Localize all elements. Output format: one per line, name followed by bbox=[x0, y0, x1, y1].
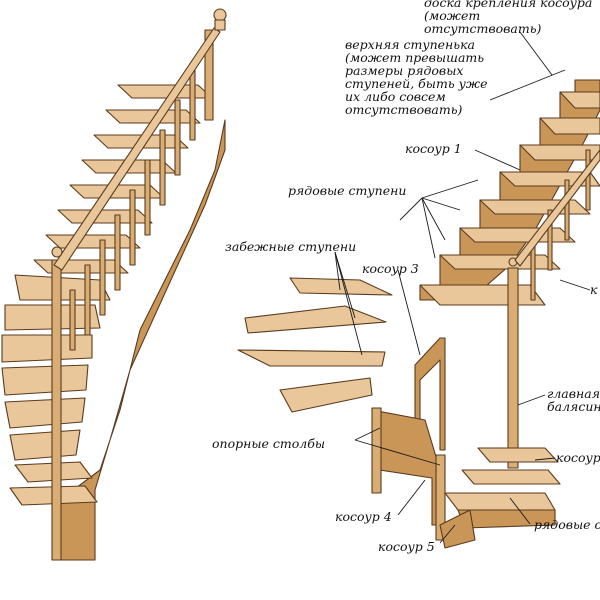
assembled-stringer bbox=[59, 119, 226, 561]
label-regular-steps-2: рядовые с bbox=[534, 517, 600, 532]
label-right-edge-k: к bbox=[590, 282, 598, 297]
bottom-flight-steps bbox=[444, 447, 561, 529]
stringer-4 bbox=[371, 409, 441, 526]
label-right-stringer: косоур bbox=[556, 450, 600, 465]
label-stringer-4: косоур 4 bbox=[335, 509, 392, 524]
label-regular-steps-1: рядовые ступени bbox=[288, 183, 407, 198]
support-post-1 bbox=[371, 407, 382, 494]
main-newel-post bbox=[507, 267, 519, 469]
label-winder-steps: забежные ступени bbox=[225, 239, 357, 254]
label-stringer-3: косоур 3 bbox=[362, 261, 419, 276]
label-support-posts: опорные столбы bbox=[212, 436, 326, 451]
label-stringer-1: косоур 1 bbox=[405, 141, 462, 156]
assembled-handrail bbox=[53, 27, 221, 271]
label-top-board: доска крепления косоура (может отсутство… bbox=[424, 0, 593, 36]
exploded-staircase bbox=[371, 79, 600, 549]
label-stringer-5: косоур 5 bbox=[378, 539, 435, 554]
label-main-baluster: главная балясина bbox=[547, 386, 600, 414]
support-post-2 bbox=[435, 454, 446, 541]
stringer-5 bbox=[439, 509, 476, 549]
winder-steps-exploded bbox=[237, 277, 393, 413]
assembled-staircase bbox=[1, 8, 227, 561]
leader-lines bbox=[334, 31, 591, 544]
upper-balusters bbox=[530, 149, 591, 301]
label-top-step: верхняя ступенька (может превышать разме… bbox=[345, 37, 488, 117]
